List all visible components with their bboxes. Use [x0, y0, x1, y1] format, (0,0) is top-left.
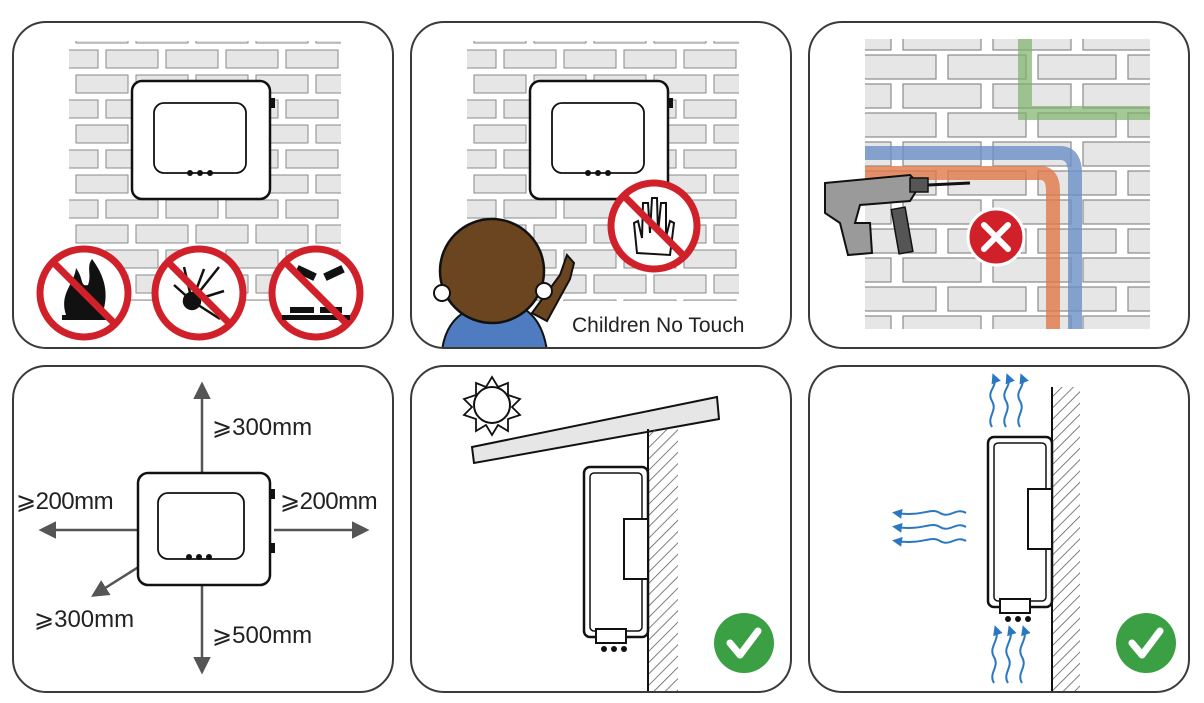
- drill-icon: [824, 173, 971, 257]
- no-corrosive-sign: [268, 245, 364, 341]
- wall-illustration: [36, 41, 364, 341]
- ventilation-illustration: [892, 373, 1176, 691]
- clearance-bottom-label: ⩾500mm: [212, 622, 313, 649]
- orange-pipe: [865, 166, 1060, 329]
- check-icon: [1116, 613, 1176, 673]
- clearance-right-label: ⩾200mm: [280, 488, 378, 515]
- clearance-top-label: ⩾300mm: [212, 414, 313, 441]
- panel-ventilation: [808, 365, 1190, 693]
- children-illustration: [433, 41, 739, 347]
- wall: [1052, 387, 1080, 691]
- cross-icon: [966, 207, 1026, 267]
- wall: [648, 429, 678, 691]
- panel-no-hazards: [12, 21, 394, 349]
- inverter-front: [528, 79, 673, 201]
- inverter-front: [130, 79, 275, 201]
- pipes-illustration: [824, 39, 1150, 329]
- panel-avoid-pipes: [808, 21, 1190, 349]
- green-pipe: [1018, 39, 1150, 120]
- check-icon: [714, 613, 774, 673]
- no-explosive-sign: [151, 245, 247, 341]
- inverter-side: [582, 465, 650, 652]
- shade-illustration: [462, 375, 774, 691]
- clearance-diagram: [38, 381, 370, 675]
- sun-icon: [462, 375, 522, 437]
- clearance-left-label: ⩾200mm: [16, 488, 114, 515]
- roof: [470, 395, 721, 465]
- child-figure: [433, 217, 576, 347]
- inverter-front: [136, 471, 275, 587]
- no-fire-sign: [36, 245, 132, 341]
- no-touch-sign: [607, 179, 701, 273]
- blue-pipe: [865, 146, 1082, 329]
- inverter-side: [986, 435, 1054, 622]
- children-no-touch-caption: Children No Touch: [572, 314, 745, 337]
- panel-children-no-touch: Children No Touch: [410, 21, 792, 349]
- panel-shade: [410, 365, 792, 693]
- airflow-icon: [892, 373, 1031, 684]
- clearance-front-label: ⩾300mm: [34, 606, 135, 633]
- panel-clearance: ⩾300mm ⩾200mm ⩾200mm ⩾300mm ⩾500mm: [12, 365, 394, 693]
